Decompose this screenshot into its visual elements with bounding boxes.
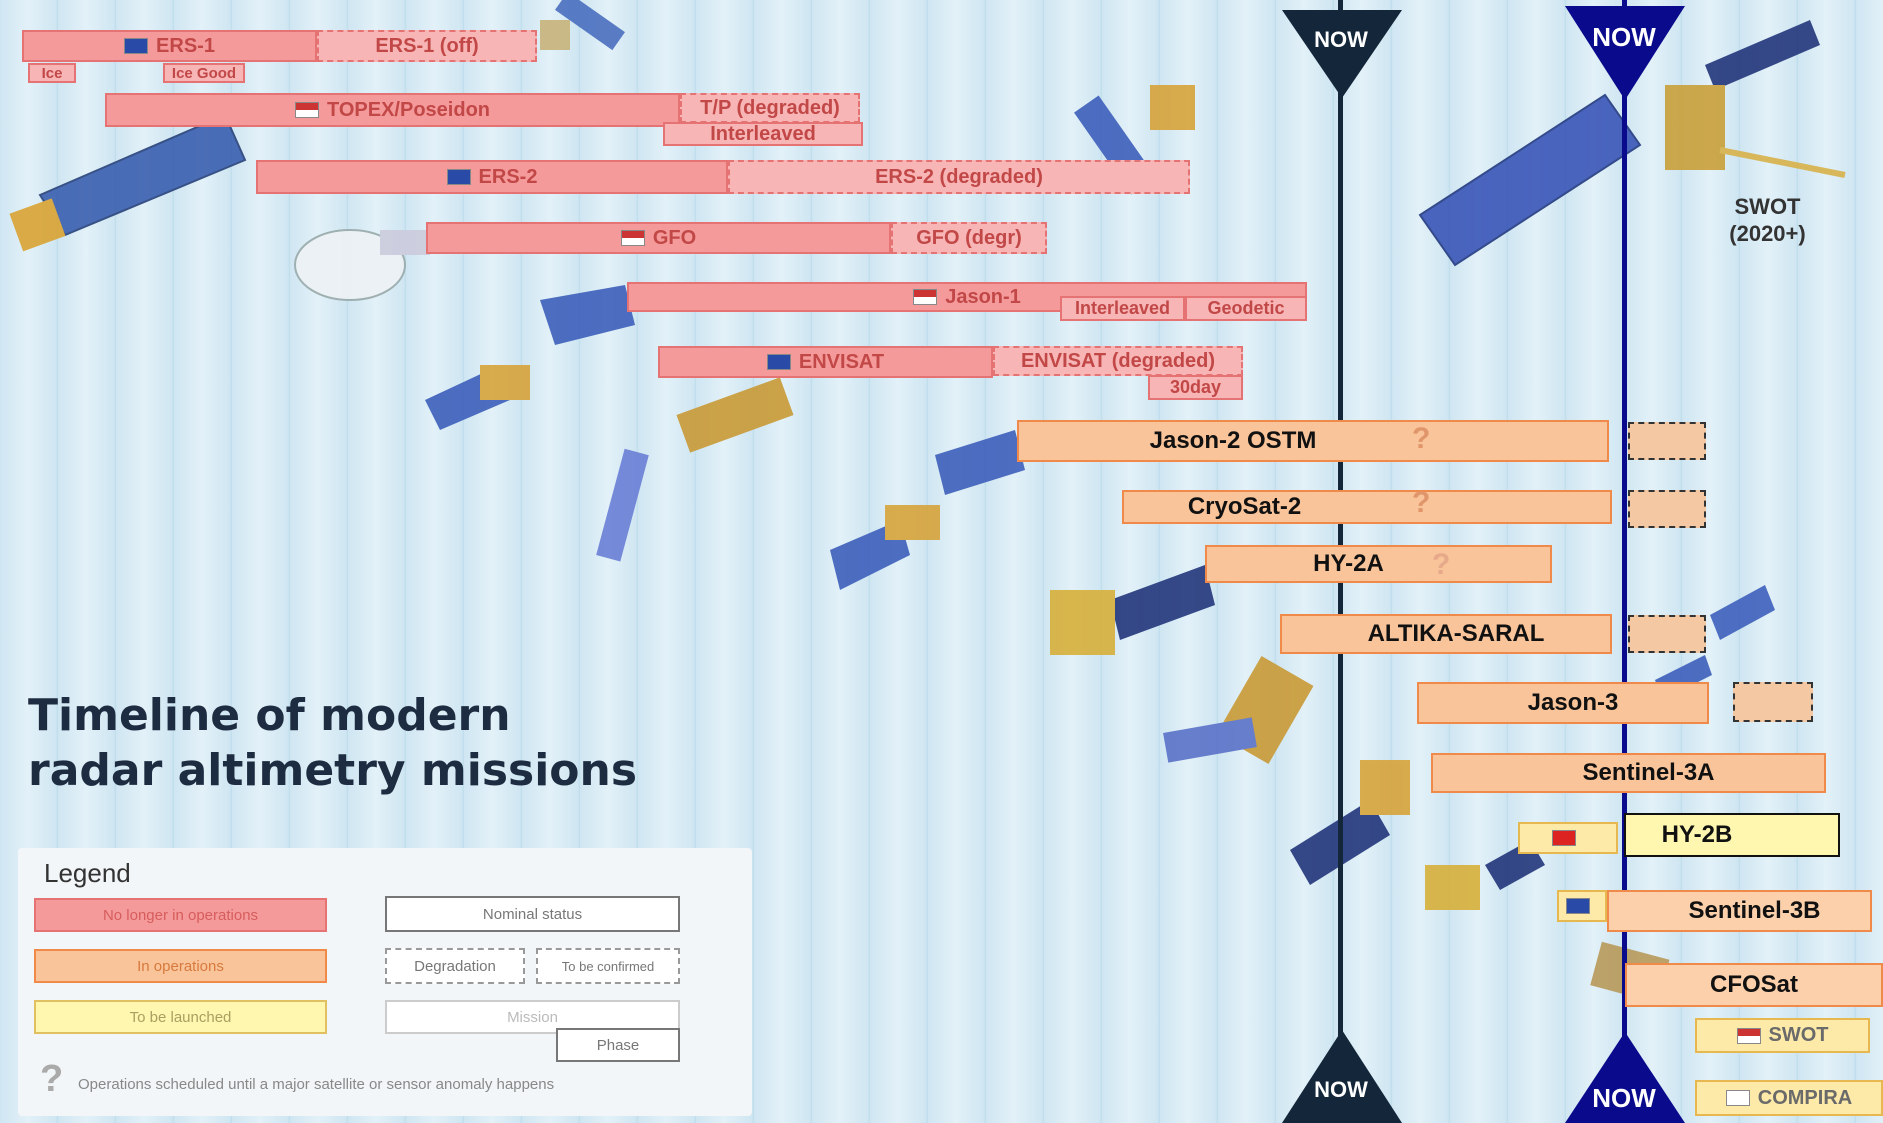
legend-title: Legend bbox=[44, 858, 131, 888]
legend-nominal: Nominal status bbox=[385, 896, 680, 932]
mission-extension-jason3 bbox=[1733, 682, 1813, 722]
flag-cn-icon bbox=[1552, 830, 1576, 846]
question-mark-jason2: ? bbox=[1412, 422, 1431, 455]
mission-bar-sentinel3b: Sentinel-3B bbox=[1607, 890, 1872, 932]
legend-in-ops: In operations bbox=[34, 949, 327, 983]
mission-bar-envisat: ENVISAT bbox=[658, 346, 993, 378]
flag-eu-icon bbox=[446, 169, 471, 185]
mission-bar-saral: ALTIKA-SARAL bbox=[1280, 614, 1612, 654]
now-marker-bottom-dark bbox=[1282, 1030, 1402, 1123]
mission-bar-ers2-degraded: ERS-2 (degraded) bbox=[728, 160, 1190, 194]
mission-bar-topex: TOPEX/Poseidon bbox=[105, 93, 680, 127]
flag-us-icon bbox=[913, 289, 938, 305]
mission-bar-jason3: Jason-3 bbox=[1417, 682, 1709, 724]
mission-bar-sentinel3a: Sentinel-3A bbox=[1431, 753, 1826, 793]
flag-kr-icon bbox=[1725, 1090, 1750, 1106]
mission-bar-envisat-degraded: ENVISAT (degraded) bbox=[993, 346, 1243, 376]
flag-eu-icon bbox=[124, 38, 149, 54]
mission-bar-sentinel3b-planned bbox=[1557, 890, 1607, 922]
phase-ers1-ice: Ice bbox=[28, 63, 76, 83]
swot-caption: SWOT (2020+) bbox=[1729, 194, 1806, 246]
mission-bar-hy2b: HY-2B bbox=[1624, 813, 1840, 857]
now-marker-top-blue bbox=[1565, 6, 1685, 100]
legend-to-launch: To be launched bbox=[34, 1000, 327, 1034]
now-label: NOW bbox=[1592, 22, 1656, 52]
satellite-icon bbox=[1050, 565, 1215, 655]
legend-phase: Phase bbox=[556, 1028, 680, 1062]
question-mark-icon: ? bbox=[40, 1058, 64, 1100]
mission-bar-ers1: ERS-1 bbox=[22, 30, 317, 62]
satellite-icon bbox=[9, 113, 247, 252]
now-marker-top-dark bbox=[1282, 10, 1402, 98]
phase-envisat-30day: 30day bbox=[1148, 375, 1243, 400]
flag-us-icon bbox=[1736, 1027, 1761, 1044]
mission-bar-cryosat2: CryoSat-2 bbox=[1122, 490, 1612, 524]
satellite-icon bbox=[425, 285, 635, 430]
legend-no-longer: No longer in operations bbox=[34, 898, 327, 932]
mission-bar-gfo: GFO bbox=[426, 222, 891, 254]
mission-bar-ers2: ERS-2 bbox=[256, 160, 728, 194]
mission-extension-cryosat2 bbox=[1628, 490, 1706, 528]
mission-bar-swot: SWOT bbox=[1695, 1018, 1870, 1053]
legend-degradation: Degradation bbox=[385, 948, 525, 984]
mission-bar-hy2a: HY-2A bbox=[1205, 545, 1552, 583]
mission-bar-ers1-off: ERS-1 (off) bbox=[317, 30, 537, 62]
satellite-icon bbox=[1163, 656, 1314, 764]
mission-bar-gfo-degr: GFO (degr) bbox=[891, 222, 1047, 254]
question-mark-cryosat2: ? bbox=[1412, 486, 1431, 519]
phase-jason1-geodetic: Geodetic bbox=[1185, 296, 1307, 321]
flag-eu-icon bbox=[766, 354, 791, 370]
phase-jason1-interleaved: Interleaved bbox=[1060, 296, 1185, 321]
mission-extension-jason2 bbox=[1628, 422, 1706, 460]
now-label: NOW bbox=[1314, 27, 1368, 52]
satellite-icon bbox=[540, 0, 625, 51]
now-line-blue bbox=[1622, 0, 1627, 1123]
mission-bar-compira: COMPIRA bbox=[1695, 1080, 1883, 1116]
flag-us-icon bbox=[620, 230, 645, 246]
legend-note: Operations scheduled until a major satel… bbox=[78, 1076, 555, 1093]
flag-eu-icon bbox=[1566, 898, 1590, 914]
now-label: NOW bbox=[1314, 1077, 1368, 1102]
now-marker-bottom-blue bbox=[1565, 1032, 1685, 1123]
legend: Legend No longer in operations In operat… bbox=[18, 848, 752, 1116]
page-title: Timeline of modern radar altimetry missi… bbox=[28, 690, 638, 796]
mission-bar-jason2: Jason-2 OSTM bbox=[1017, 420, 1609, 462]
now-label: NOW bbox=[1592, 1083, 1656, 1113]
satellite-icon bbox=[596, 377, 794, 562]
mission-extension-saral bbox=[1628, 615, 1706, 653]
satellite-icon bbox=[830, 430, 1025, 590]
question-mark-hy2a: ? bbox=[1432, 548, 1451, 581]
mission-bar-cfosat: CFOSat bbox=[1625, 963, 1883, 1007]
flag-us-icon bbox=[295, 102, 319, 118]
phase-ers1-ice-good: Ice Good bbox=[163, 63, 245, 83]
legend-to-confirm: To be confirmed bbox=[536, 948, 680, 984]
satellite-icon bbox=[294, 229, 430, 301]
mission-bar-hy2b-planned bbox=[1518, 822, 1618, 854]
mission-bar-tp-degraded: T/P (degraded) bbox=[680, 93, 860, 123]
phase-tp-interleaved: Interleaved bbox=[663, 122, 863, 146]
